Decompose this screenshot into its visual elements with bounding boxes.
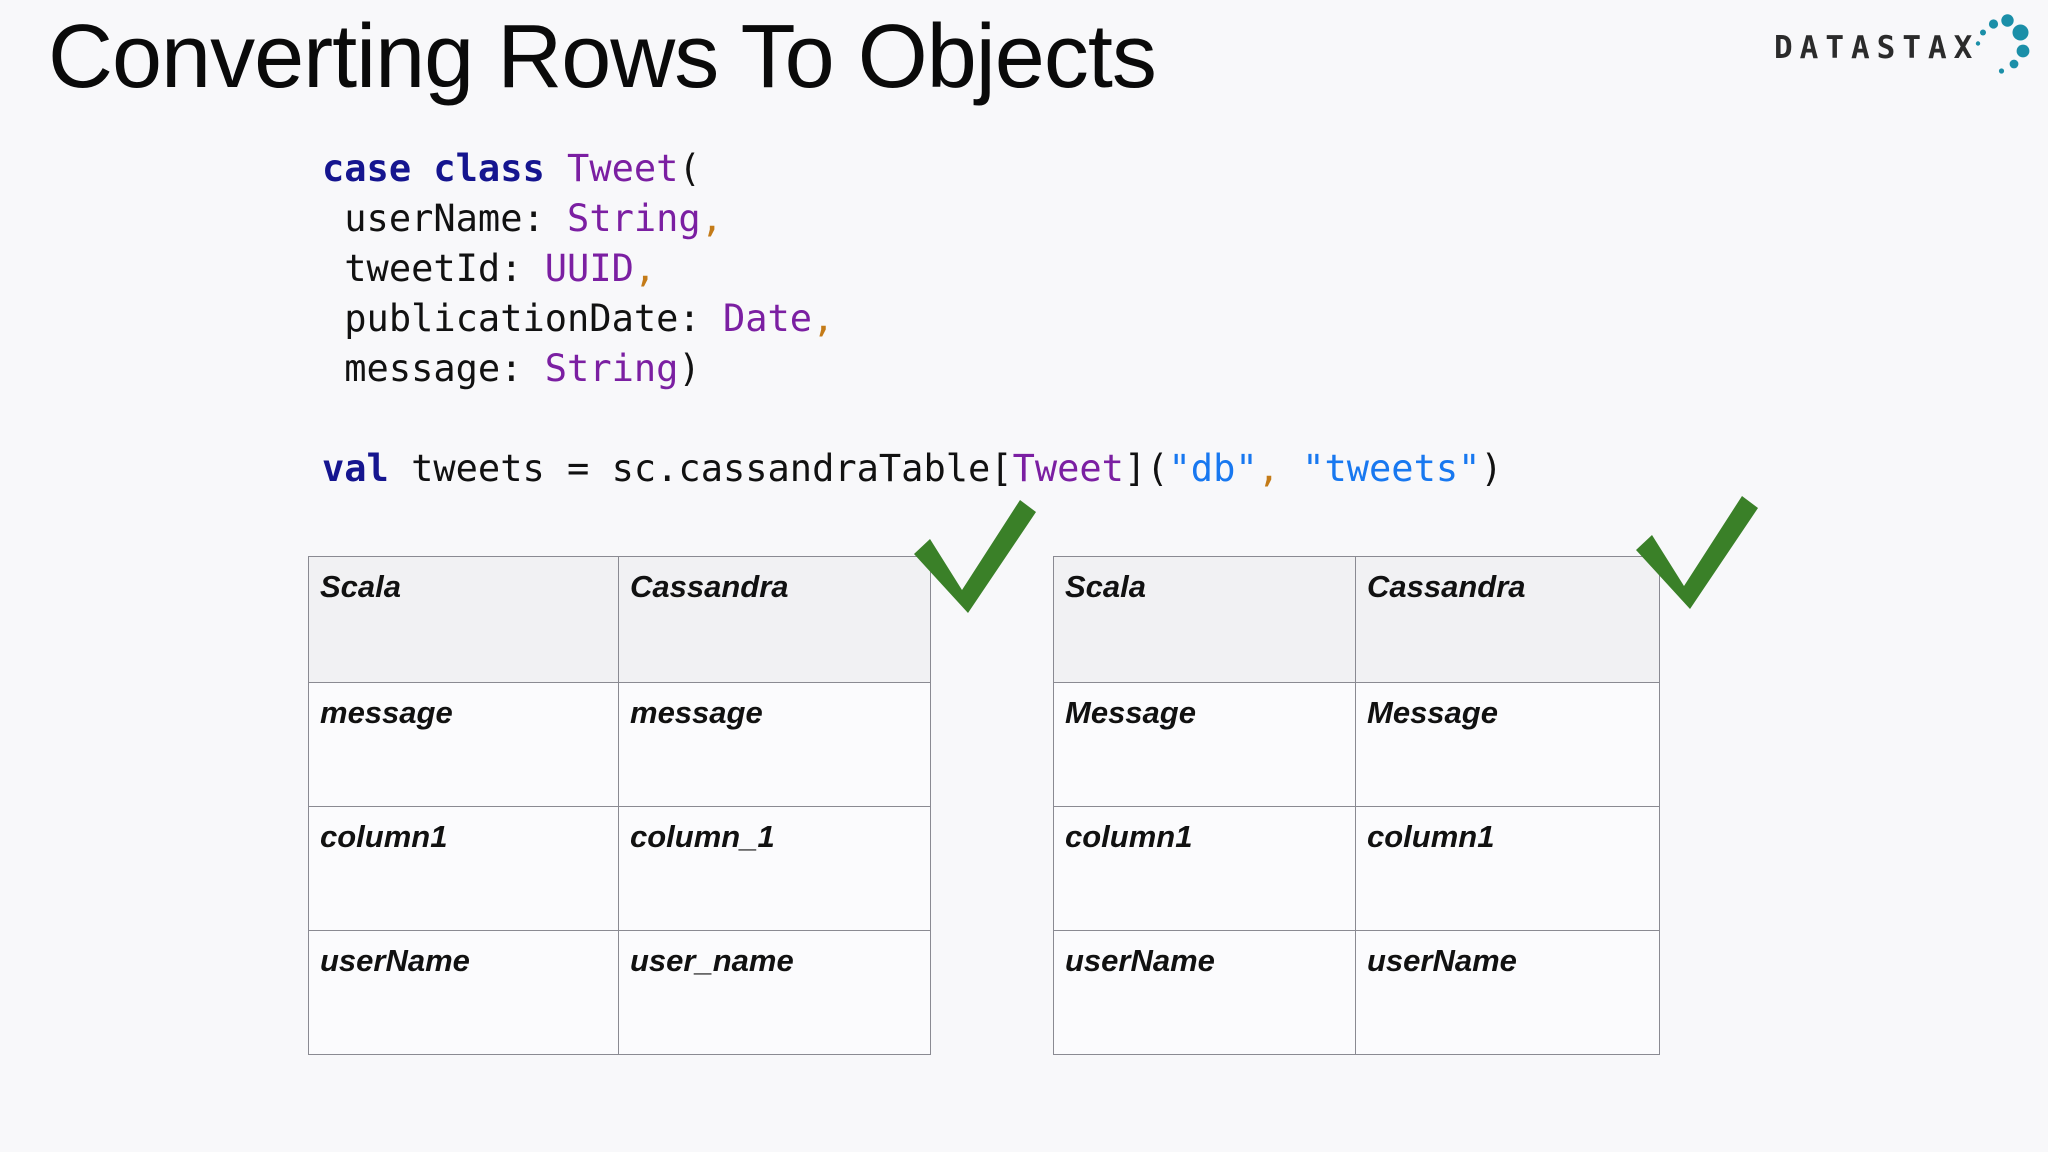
- code-line: case class Tweet(: [322, 144, 1503, 194]
- datastax-wordmark: DATASTAX: [1774, 30, 1980, 66]
- table-cell: column1: [1355, 806, 1660, 931]
- table-cell: Message: [1355, 682, 1660, 807]
- code-token: Tweet: [567, 147, 679, 190]
- code-token: message:: [322, 347, 545, 390]
- code-token: Tweet: [1012, 447, 1124, 490]
- table-header-cell: Scala: [308, 556, 619, 683]
- checkmark-right-icon: [1636, 496, 1758, 609]
- table-cell: userName: [1053, 930, 1356, 1055]
- checkmark-left-icon: [914, 500, 1036, 613]
- code-token: ): [1480, 447, 1503, 490]
- datastax-dots-icon: [1975, 14, 2030, 74]
- code-token: (: [678, 147, 701, 190]
- table-header-cell: Scala: [1053, 556, 1356, 683]
- code-token: [545, 147, 567, 190]
- table-cell: userName: [308, 930, 619, 1055]
- code-token: String: [567, 197, 701, 240]
- code-line: [322, 394, 1503, 444]
- table-cell: user_name: [618, 930, 931, 1055]
- code-token: "tweets": [1302, 447, 1481, 490]
- code-token: UUID: [544, 247, 634, 290]
- code-token: ,: [700, 197, 723, 240]
- code-line: val tweets = sc.cassandraTable[Tweet]("d…: [322, 444, 1503, 494]
- code-token: Date: [722, 297, 813, 340]
- code-token: tweets = sc.cassandraTable[: [388, 447, 1013, 490]
- code-token: userName:: [322, 197, 568, 240]
- code-token: String: [544, 347, 679, 390]
- table-header-cell: Cassandra: [618, 556, 931, 683]
- table-cell: column1: [1053, 806, 1356, 931]
- table-cell: column_1: [618, 806, 931, 931]
- code-token: ,: [633, 247, 657, 290]
- table-cell: message: [308, 682, 619, 807]
- table-cell: Message: [1053, 682, 1356, 807]
- code-line: userName: String,: [322, 194, 1503, 244]
- code-token: ): [678, 347, 701, 390]
- table-cell: message: [618, 682, 931, 807]
- code-token: val: [322, 447, 389, 490]
- code-line: message: String): [322, 344, 1503, 394]
- code-line: publicationDate: Date,: [322, 294, 1503, 344]
- code-line: tweetId: UUID,: [322, 244, 1503, 294]
- code-token: ,: [812, 297, 835, 340]
- code-token: publicationDate:: [322, 297, 723, 340]
- code-token: tweetId:: [322, 247, 545, 290]
- code-token: case class: [322, 147, 545, 190]
- code-token: ,: [1257, 447, 1280, 490]
- scala-code-block: case class Tweet( userName: String, twee…: [322, 144, 1503, 494]
- datastax-logo: DATASTAX: [1774, 10, 2034, 86]
- table-cell: userName: [1355, 930, 1660, 1055]
- page-title: Converting Rows To Objects: [48, 7, 1157, 107]
- table-cell: column1: [308, 806, 619, 931]
- code-token: ](: [1123, 447, 1169, 490]
- code-token: [1280, 447, 1302, 490]
- code-token: "db": [1168, 447, 1258, 490]
- table-header-cell: Cassandra: [1355, 556, 1660, 683]
